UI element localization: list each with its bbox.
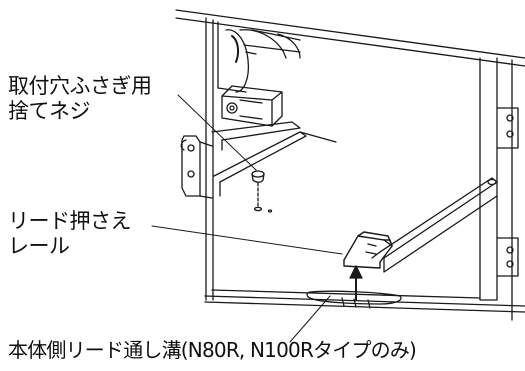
callout-screw-label: 取付穴ふさぎ用 捨てネジ [8,74,152,124]
fan-assembly [217,21,301,93]
callout-leaders [151,94,343,343]
hinge-bracket-lower [496,237,519,277]
lead-groove [306,290,402,309]
callout-rail-label: リード押さえ レール [8,209,132,259]
internal-rail-upper [213,131,337,197]
callout-groove-line-1: 本体側リード通し溝(N80R, N100Rタイプのみ) [8,338,417,362]
internal-rail-lower [371,177,498,273]
callout-rail-line-1: リード押さえ [8,209,132,233]
hinge-bracket-upper [496,107,519,149]
screw-and-hole [251,170,273,213]
left-bracket [180,135,213,199]
callout-groove-label: 本体側リード通し溝(N80R, N100Rタイプのみ) [8,338,417,363]
insertion-arrow [349,265,363,301]
callout-screw-line-1: 取付穴ふさぎ用 [8,74,152,98]
lead-holding-rail [343,231,393,269]
terminal-block [211,85,301,151]
callout-rail-line-2: レール [8,234,70,258]
housing-frame [175,9,525,321]
callout-screw-line-2: 捨てネジ [8,99,90,123]
